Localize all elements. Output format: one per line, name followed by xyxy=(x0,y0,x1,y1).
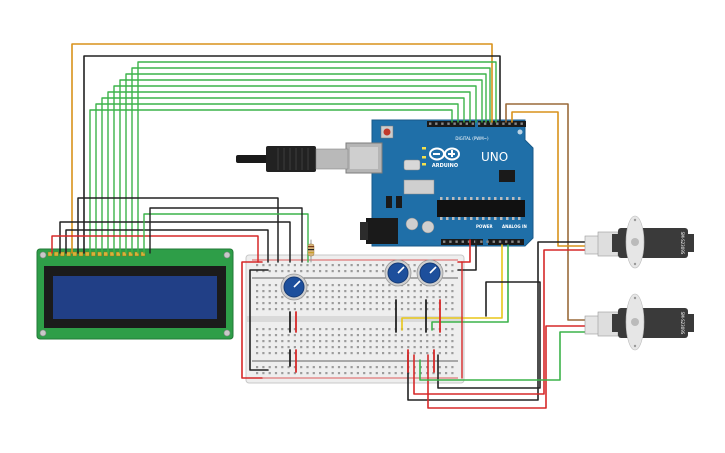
potentiometer[interactable] xyxy=(384,259,412,287)
lcd-pin-header xyxy=(47,251,146,257)
atmega-chip xyxy=(437,200,525,217)
wire-black-gnd xyxy=(457,239,477,271)
wire-green-lcd xyxy=(143,213,309,263)
digital-header-label: DIGITAL (PWM~) xyxy=(455,136,489,141)
power-header-label: POWER xyxy=(476,224,493,229)
arduino-board[interactable]: DIGITAL (PWM~) ARDUINO UNO xyxy=(345,119,534,247)
reset-button-cap[interactable] xyxy=(383,128,391,136)
lcd-module[interactable] xyxy=(36,248,234,340)
analog-header-label: ANALOG IN xyxy=(502,224,527,229)
arduino-brand: ARDUINO xyxy=(432,163,458,169)
wire-black-lcd xyxy=(65,229,269,263)
arduino-model: UNO xyxy=(481,150,508,164)
wire-black-top xyxy=(83,55,501,254)
wire-brown-servo xyxy=(505,103,597,321)
wire-black-servo xyxy=(407,241,597,401)
wire-green xyxy=(89,109,453,254)
wire-black-servo xyxy=(437,281,541,389)
wire-green xyxy=(125,73,487,254)
servo-2[interactable]: SM-S2309S xyxy=(584,293,694,351)
wire-red-lcd xyxy=(51,235,259,263)
wire-green xyxy=(101,97,465,254)
wire-green xyxy=(137,61,497,254)
wire-black-rail xyxy=(249,269,269,371)
wire-black-lcd xyxy=(77,197,279,263)
wire-black-lcd xyxy=(59,221,291,263)
resistor xyxy=(307,239,315,263)
wire-green xyxy=(107,91,471,254)
arduino-logo-icon xyxy=(429,147,460,161)
wire-red-servo xyxy=(427,325,597,409)
wire-red-rail xyxy=(241,261,263,379)
lcd-screen xyxy=(53,276,217,319)
wire-green xyxy=(113,85,477,254)
wire-black-lcd xyxy=(149,207,303,263)
usb-cable xyxy=(236,146,349,172)
wire-green xyxy=(131,67,491,254)
potentiometer[interactable] xyxy=(280,273,308,301)
wire-orange-servo xyxy=(511,111,597,247)
wire-orange xyxy=(71,43,493,254)
potentiometer[interactable] xyxy=(416,259,444,287)
servo-1[interactable]: SM-S2309S xyxy=(584,215,694,269)
servo-part-label: SM-S2309S xyxy=(680,232,685,255)
wire-red-servo xyxy=(413,249,597,395)
wire-green-servo xyxy=(419,331,597,381)
wire-green xyxy=(119,79,483,254)
servo-part-label: SM-S2309S xyxy=(680,312,685,335)
wire-green-a1 xyxy=(431,244,509,331)
wire-green xyxy=(95,103,459,254)
power-jack xyxy=(366,218,398,244)
wires xyxy=(51,43,597,409)
